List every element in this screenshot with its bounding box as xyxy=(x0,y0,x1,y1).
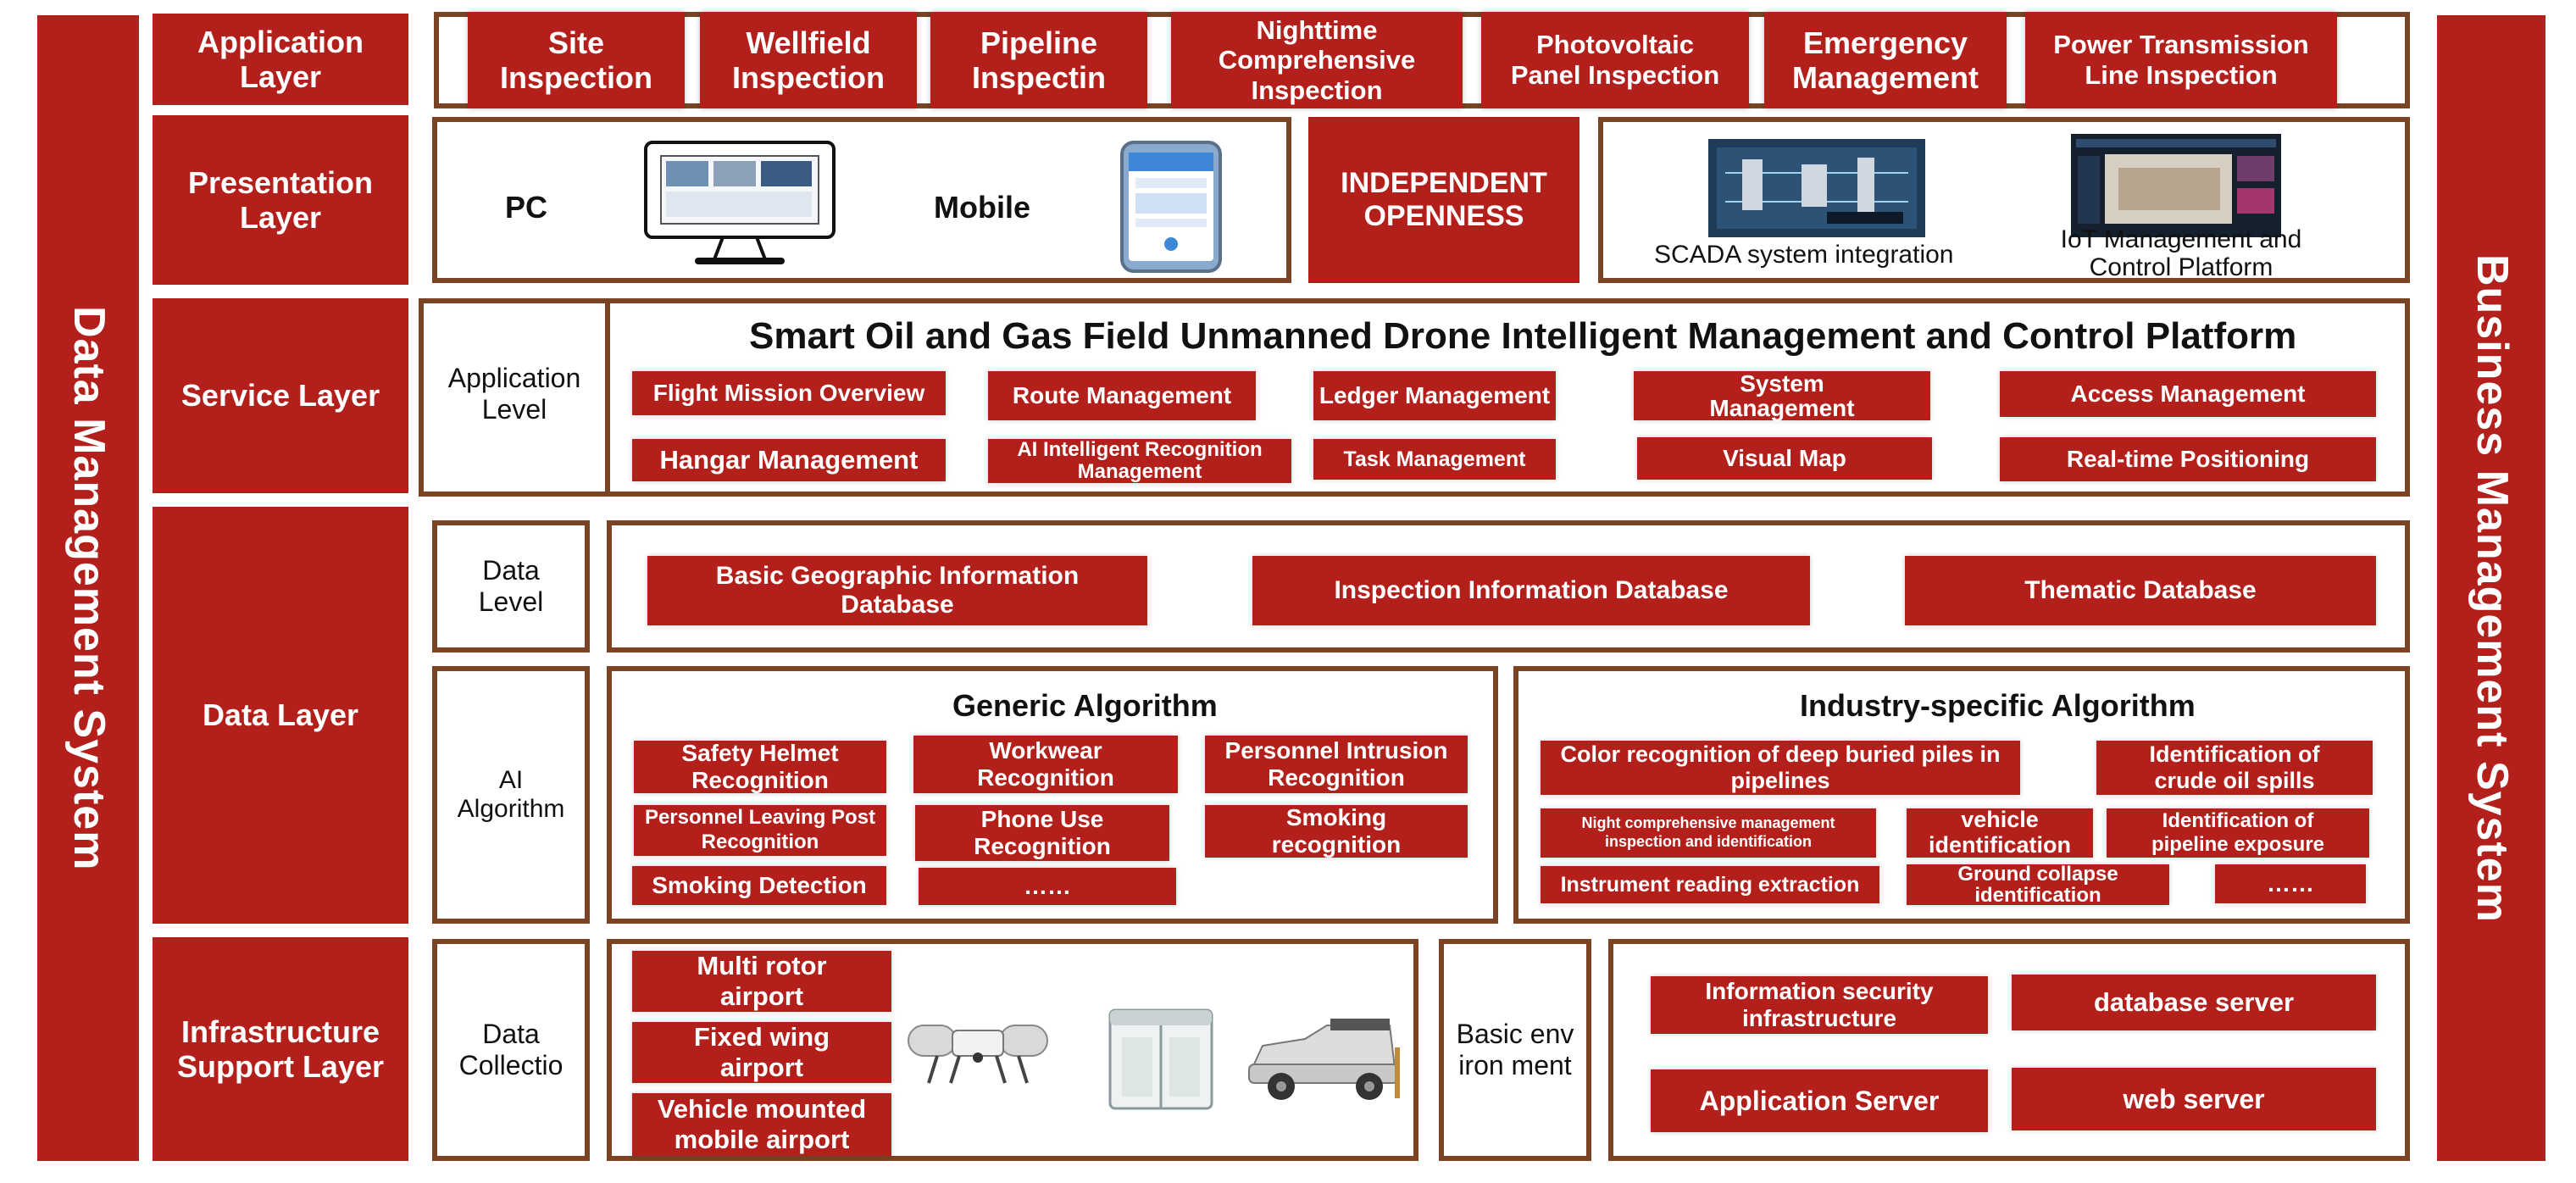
data-level-frame xyxy=(432,520,590,653)
ai-algorithm-frame xyxy=(432,666,590,924)
app-pipeline-inspection: Pipeline Inspectin xyxy=(930,12,1147,108)
alg-smoking-recognition: Smoking recognition xyxy=(1205,804,1468,858)
alg-vehicle-identification: vehicle identification xyxy=(1907,807,2093,858)
application-level-label: Application Level xyxy=(447,363,581,425)
alg-crude-oil-spills: Identification of crude oil spills xyxy=(2096,741,2373,795)
alg-ground-collapse: Ground collapse identification xyxy=(1907,864,2169,906)
module-route-management: Route Management xyxy=(988,371,1256,420)
data-collection-frame xyxy=(432,939,590,1161)
alg-instrument-reading: Instrument reading extraction xyxy=(1541,866,1879,903)
module-task-management: Task Management xyxy=(1313,439,1556,480)
drone-image xyxy=(903,1005,1052,1090)
service-divider xyxy=(605,298,610,497)
scada-label: SCADA system integration xyxy=(1654,241,1954,269)
pc-label: PC xyxy=(505,190,548,225)
app-emergency-management: Emergency Management xyxy=(1764,12,2007,108)
app-nighttime-inspection: Nighttime Comprehensive Inspection xyxy=(1171,12,1463,108)
mobile-label: Mobile xyxy=(934,190,1030,225)
layer-service: Service Layer xyxy=(153,298,408,493)
app-photovoltaic-inspection: Photovoltaic Panel Inspection xyxy=(1481,12,1749,108)
layer-presentation: Presentation Layer xyxy=(153,115,408,285)
airport-fixed-wing: Fixed wing airport xyxy=(632,1022,891,1083)
airport-vehicle-mounted: Vehicle mounted mobile airport xyxy=(632,1093,891,1156)
server-database: database server xyxy=(2012,975,2376,1030)
hangar-image xyxy=(1102,1003,1220,1114)
independent-openness-box: INDEPENDENT OPENNESS xyxy=(1308,117,1579,283)
data-management-label: Data Management System xyxy=(64,305,114,871)
module-system-management: System Management xyxy=(1634,370,1930,420)
alg-personnel-intrusion: Personnel Intrusion Recognition xyxy=(1205,736,1468,793)
mobile-phone-image xyxy=(1119,139,1224,275)
module-visual-map: Visual Map xyxy=(1637,437,1932,480)
alg-industry-more: …… xyxy=(2215,864,2366,903)
iot-platform-image xyxy=(2071,134,2281,237)
alg-personnel-leaving-post: Personnel Leaving Post Recognition xyxy=(634,805,886,856)
industry-algorithm-title: Industry-specific Algorithm xyxy=(1800,688,2196,723)
layer-application: Application Layer xyxy=(153,14,408,105)
basic-environment-frame xyxy=(1439,939,1591,1161)
db-basic-geographic: Basic Geographic Information Database xyxy=(647,556,1147,625)
alg-smoking-detection: Smoking Detection xyxy=(632,866,886,905)
db-thematic: Thematic Database xyxy=(1905,556,2376,625)
server-web: web server xyxy=(2012,1068,2376,1130)
airport-multi-rotor: Multi rotor airport xyxy=(632,951,891,1012)
alg-night-comprehensive: Night comprehensive management inspectio… xyxy=(1541,808,1876,858)
app-site-inspection: Site Inspection xyxy=(468,12,685,108)
layer-data: Data Layer xyxy=(153,507,408,924)
module-hangar-management: Hangar Management xyxy=(632,439,946,481)
alg-safety-helmet: Safety Helmet Recognition xyxy=(634,740,886,793)
app-wellfield-inspection: Wellfield Inspection xyxy=(700,12,917,108)
server-information-security: Information security infrastructure xyxy=(1651,976,1988,1034)
iot-label: IoT Management and Control Platform xyxy=(2060,225,2302,281)
alg-pile-color-recognition: Color recognition of deep buried piles i… xyxy=(1541,741,2020,795)
business-management-bar: Business Management System xyxy=(2437,15,2545,1161)
db-inspection-information: Inspection Information Database xyxy=(1252,556,1810,625)
vehicle-image xyxy=(1246,1008,1407,1108)
module-ledger-management: Ledger Management xyxy=(1313,371,1556,420)
generic-algorithm-title: Generic Algorithm xyxy=(952,688,1218,723)
data-level-label: Data Level xyxy=(478,555,544,617)
data-management-bar: Data Management System xyxy=(37,15,139,1161)
layer-infrastructure: Infrastructure Support Layer xyxy=(153,937,408,1161)
platform-title: Smart Oil and Gas Field Unmanned Drone I… xyxy=(749,315,2297,357)
alg-phone-use: Phone Use Recognition xyxy=(915,805,1169,861)
basic-environment-label: Basic environ ment xyxy=(1456,1019,1574,1080)
module-access-management: Access Management xyxy=(2000,371,2376,417)
alg-pipeline-exposure: Identification of pipeline exposure xyxy=(2107,808,2369,858)
module-ai-recognition-management: AI Intelligent Recognition Management xyxy=(988,438,1291,483)
alg-workwear: Workwear Recognition xyxy=(913,736,1178,793)
app-power-line-inspection: Power Transmission Line Inspection xyxy=(2025,12,2337,108)
scada-image xyxy=(1708,139,1925,237)
ai-algorithm-label: AI Algorithm xyxy=(457,765,565,824)
module-realtime-positioning: Real-time Positioning xyxy=(2000,437,2376,481)
server-application: Application Server xyxy=(1651,1069,1988,1132)
module-flight-mission-overview: Flight Mission Overview xyxy=(632,371,946,415)
alg-generic-more: …… xyxy=(919,868,1176,905)
pc-monitor-image xyxy=(642,139,837,268)
business-management-label: Business Management System xyxy=(2467,253,2517,923)
data-collection-label: Data Collectio xyxy=(458,1019,564,1080)
